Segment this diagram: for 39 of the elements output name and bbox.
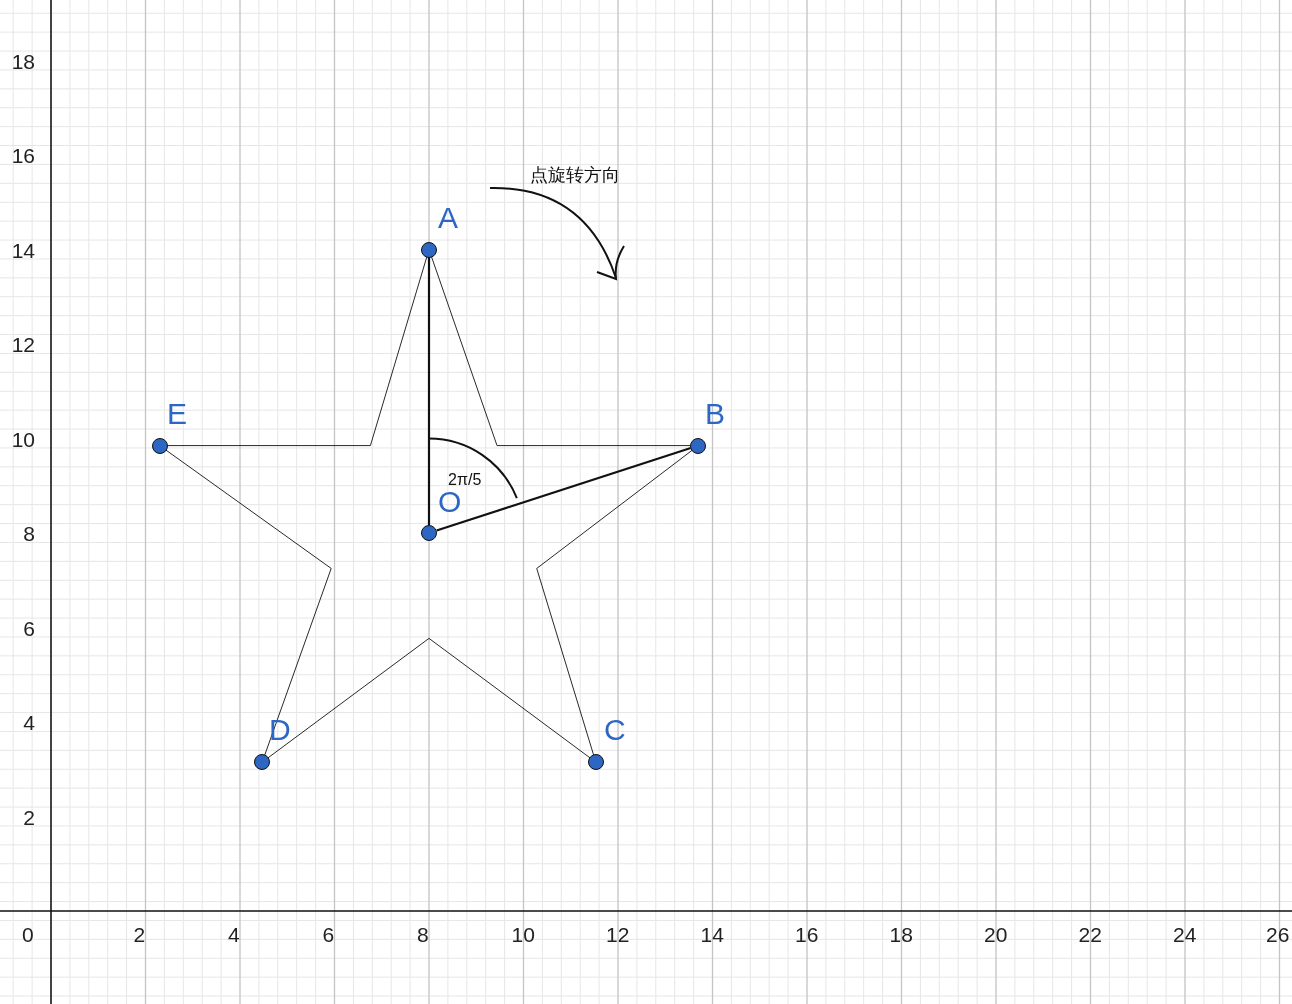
line-segment xyxy=(436,447,692,532)
point-marker xyxy=(587,754,604,771)
point-label: C xyxy=(604,715,626,745)
y-tick-label: 8 xyxy=(23,523,35,544)
x-tick-label: 12 xyxy=(606,924,630,945)
x-tick-label: 14 xyxy=(700,924,724,945)
x-tick-label: 6 xyxy=(322,924,335,945)
x-tick-label: 4 xyxy=(228,924,240,945)
y-tick-label: 12 xyxy=(11,334,35,355)
point-label: B xyxy=(705,399,725,429)
angle-label: 2π/5 xyxy=(448,472,482,488)
x-tick-label: 22 xyxy=(1078,924,1102,945)
point-label: O xyxy=(438,487,462,517)
x-tick-label: 10 xyxy=(511,924,535,945)
y-tick-label: 14 xyxy=(11,239,35,261)
y-tick-label: 4 xyxy=(23,712,35,733)
y-tick-label: 2 xyxy=(23,806,35,828)
y-tick-label: 6 xyxy=(23,617,35,639)
point-label: E xyxy=(167,399,187,429)
x-tick-label: 20 xyxy=(984,924,1008,945)
point-label: D xyxy=(269,715,291,745)
point-marker xyxy=(151,437,168,454)
point-marker xyxy=(421,525,437,541)
line-segment xyxy=(427,257,431,525)
annotation-text: 点旋转方向 xyxy=(530,166,620,184)
x-tick-label: 2 xyxy=(133,924,146,945)
point-marker xyxy=(254,754,271,771)
y-tick-label: 10 xyxy=(11,428,35,450)
x-tick-label: 18 xyxy=(889,924,913,945)
point-marker xyxy=(421,241,437,258)
x-tick-label: 26 xyxy=(1266,924,1290,945)
x-tick-label: 8 xyxy=(417,924,429,945)
y-tick-label: 16 xyxy=(11,145,35,166)
x-tick-label: 16 xyxy=(795,924,819,945)
y-tick-label: 18 xyxy=(11,50,35,72)
point-label: A xyxy=(438,203,458,233)
x-tick-label: 24 xyxy=(1173,924,1197,945)
origin-label: 0 xyxy=(22,924,34,945)
point-marker xyxy=(690,437,707,454)
